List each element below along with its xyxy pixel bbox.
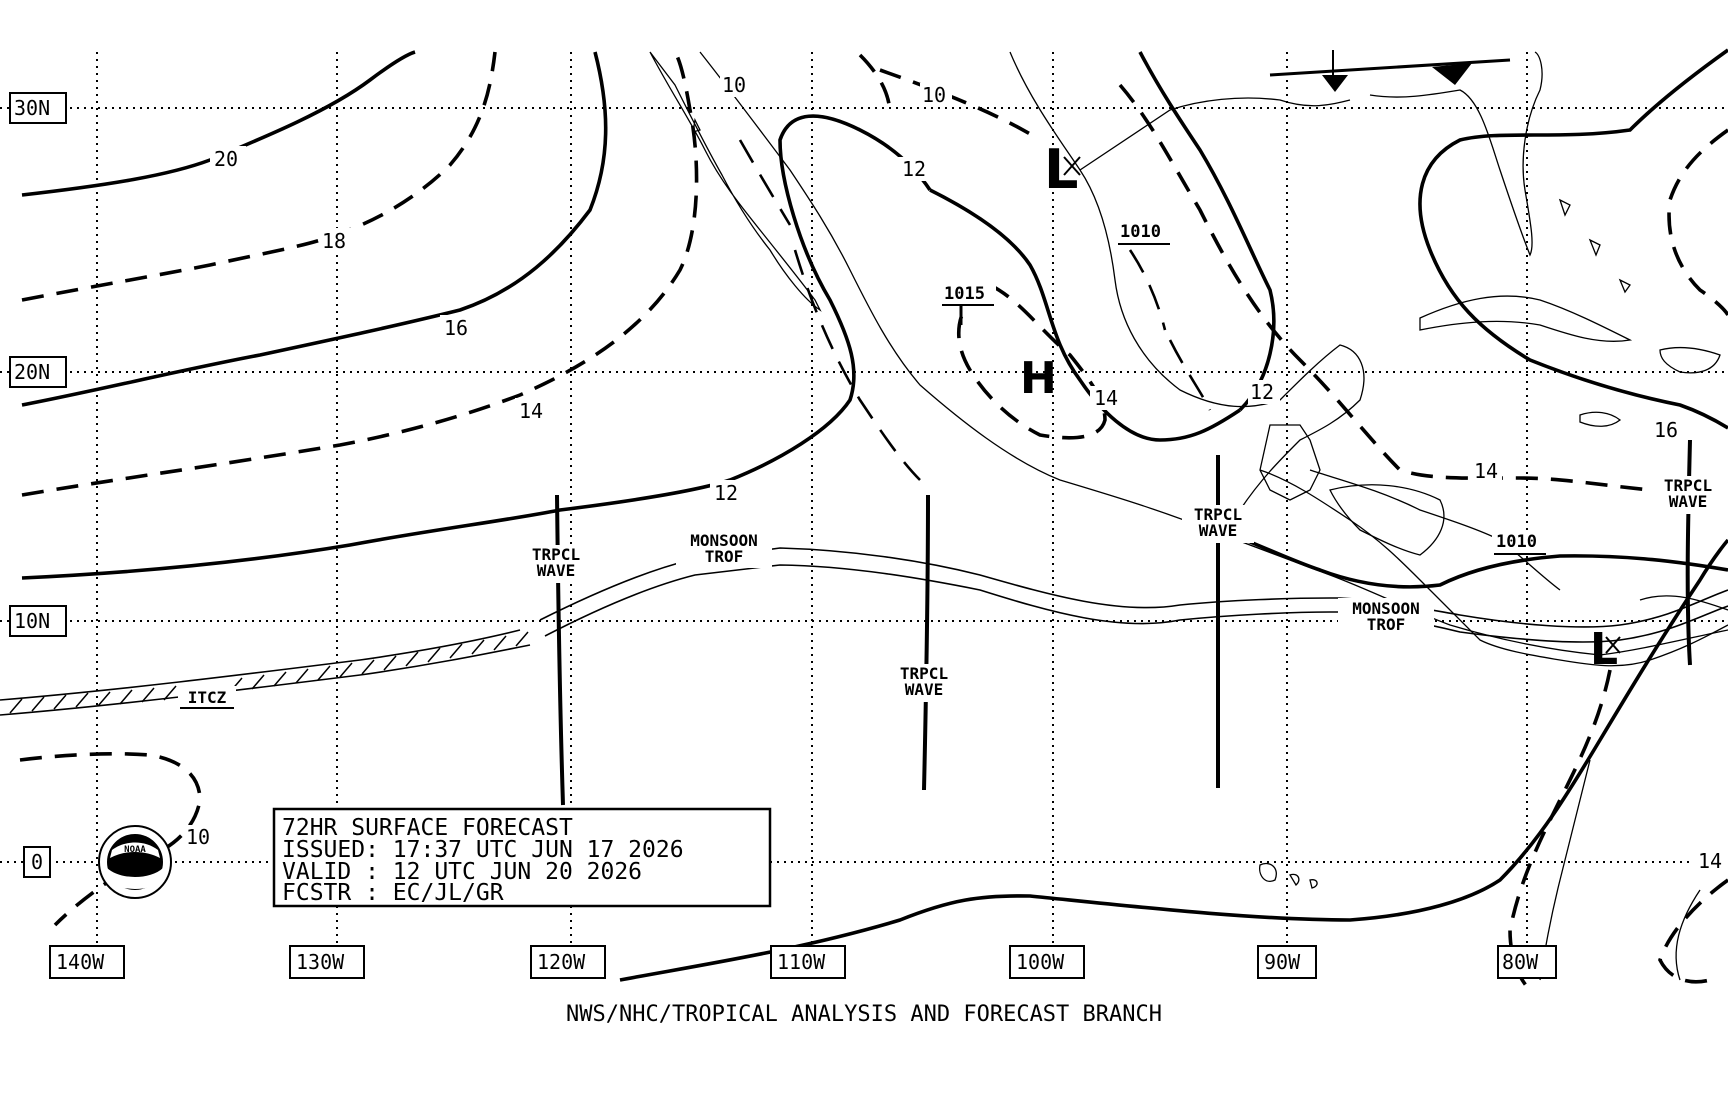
isobar-label: 16 [1654,418,1678,442]
isobar-label: 10 [722,73,746,97]
isobar-label: 12 [902,157,926,181]
tropical-wave-4 [1685,439,1692,666]
monsoon-trough-label: MONSOON [690,531,757,550]
isobar-label: 10 [186,825,210,849]
latitude-labels: 30N 20N 10N 0 [9,92,67,878]
isobar-label: 12 [1250,380,1274,404]
pressure-value: 1010 [1120,222,1161,242]
graticule [0,52,1728,945]
isobar-label: 18 [322,229,346,253]
pressure-value: 1010 [1496,532,1537,552]
low-center-x [1063,156,1081,176]
low-center-label: L [1044,138,1078,201]
feature-labels: TRPCL WAVE TRPCL WAVE TRPCL WAVE TRPCL W… [178,476,1728,710]
pressure-centers: L L H [1020,138,1621,675]
lat-label: 0 [31,850,43,874]
lon-label: 90W [1264,950,1301,974]
isobar-label: 14 [1094,386,1118,410]
tropical-wave-label: TRPCL [532,545,580,564]
lon-label: 100W [1016,950,1065,974]
lon-label: 80W [1502,950,1539,974]
isobar-label: 14 [519,399,543,423]
info-valid: VALID : 12 UTC JUN 20 2026 [282,859,642,885]
lon-label: 140W [56,950,105,974]
lat-label: 30N [14,96,50,120]
troughs [738,139,1212,481]
lon-label: 120W [537,950,586,974]
monsoon-trough [539,547,1728,643]
monsoon-trough-label: TROF [1367,615,1406,634]
info-title: 72HR SURFACE FORECAST [282,815,573,841]
tropical-wave-label: WAVE [537,561,576,580]
tropical-wave-label: WAVE [905,680,944,699]
low-center-x [1605,636,1621,654]
isobar-label: 14 [1698,849,1722,873]
isobar-labels: 20 18 16 14 12 10 10 10 12 14 12 16 14 1… [184,73,1728,874]
forecast-info-box: 72HR SURFACE FORECAST ISSUED: 17:37 UTC … [272,807,772,908]
longitude-labels: 140W 130W 120W 110W 100W 90W 80W [49,945,1557,979]
monsoon-trough-label: TROF [705,547,744,566]
isobar-label: 10 [922,83,946,107]
high-center-label: H [1020,353,1057,404]
low-center-label: L [1590,624,1618,675]
pressure-values: 1010 1015 1010 [940,220,1548,555]
tropical-wave-label: TRPCL [900,664,948,683]
pressure-value: 1015 [944,284,985,304]
footer-attribution: NWS/NHC/TROPICAL ANALYSIS AND FORECAST B… [566,1002,1162,1027]
info-forecaster: FCSTR : EC/JL/GR [282,880,504,906]
isobar-label: 20 [214,147,238,171]
tropical-wave-label: TRPCL [1194,505,1242,524]
tropical-wave-2 [922,494,930,791]
lat-label: 10N [14,609,50,633]
tropical-wave-label: TRPCL [1664,476,1712,495]
isobar-label: 16 [444,316,468,340]
noaa-logo-text: NOAA [124,845,146,855]
isobars [19,48,1728,992]
tropical-waves [555,439,1692,806]
front-markers [1269,50,1511,92]
tropical-wave-label: WAVE [1669,492,1708,511]
itcz-band [0,629,531,716]
isobar-label: 12 [714,481,738,505]
noaa-logo: NOAA [98,825,172,899]
tropical-wave-label: WAVE [1199,521,1238,540]
lon-label: 130W [296,950,345,974]
info-issued: ISSUED: 17:37 UTC JUN 17 2026 [282,837,684,863]
lon-label: 110W [777,950,826,974]
lat-label: 20N [14,360,50,384]
isobar-label: 14 [1474,459,1498,483]
monsoon-trough-label: MONSOON [1352,599,1419,618]
itcz-label: ITCZ [188,688,227,707]
tropical-wave-1 [555,494,565,806]
